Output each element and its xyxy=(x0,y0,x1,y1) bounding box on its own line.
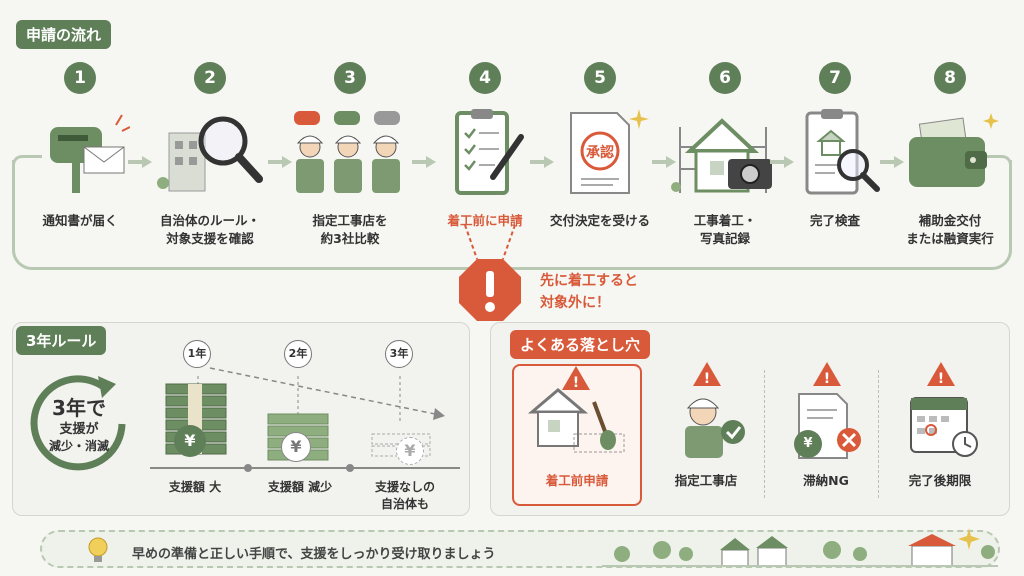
arrow-right-icon xyxy=(128,156,152,168)
step-label: 通知書が届く xyxy=(42,213,118,228)
step-number: 7 xyxy=(819,62,851,94)
wallet-icon xyxy=(890,102,1010,202)
yen-coin-icon: ¥ xyxy=(174,425,206,457)
yen-coin-icon: ¥ xyxy=(396,437,424,465)
rule-label-2: 支援額 減少 xyxy=(267,480,333,494)
step-label: 交付決定を受ける xyxy=(549,213,650,228)
tip-bar: 早めの準備と正しい手順で、支援をしっかり受け取りましょう xyxy=(40,530,1000,568)
step-number: 1 xyxy=(64,62,96,94)
step-4: 4 着工前に申請 xyxy=(425,62,545,230)
cycle-circle-text: 3年で 支援が 減少・消滅 xyxy=(40,392,118,454)
step-label-line1: 指定工事店を xyxy=(312,213,388,228)
step-6: 6 工事着工・ 写真記録 xyxy=(665,62,785,248)
lightbulb-icon xyxy=(88,537,108,562)
pitfall-label-4: 完了後期限 xyxy=(908,473,972,488)
year-2-badge: 2年 xyxy=(284,340,312,368)
cycle-line1: 3年で xyxy=(52,396,106,420)
rule-label-3: 支援なしの 自治体も xyxy=(355,478,455,512)
mailbox-icon xyxy=(20,102,140,202)
step-label: 着工前に申請 xyxy=(447,213,523,228)
divider xyxy=(764,370,765,498)
house-shovel-icon: ! xyxy=(527,366,625,453)
tip-text: 早めの準備と正しい手順で、支援をしっかり受け取りましょう xyxy=(132,547,496,562)
step-3: 3 指定工事店を 約3社比較 xyxy=(290,62,410,248)
pitfall-item-1: ! 着工前申請 xyxy=(519,362,635,489)
calendar-clock-icon: ! xyxy=(910,362,978,457)
worker-check-icon: ! xyxy=(685,362,745,458)
cycle-line3: 減少・消滅 xyxy=(48,439,109,453)
warning-stop-icon xyxy=(459,225,521,321)
yen-coin-icon: ¥ xyxy=(281,432,311,462)
flow-title: 申請の流れ xyxy=(16,20,112,49)
step-label-line2: 対象支援を確認 xyxy=(166,231,254,246)
yen-coin-icon: ¥ xyxy=(794,430,822,458)
workers-icon xyxy=(290,102,410,202)
step-8: 8 補助金交付 または融資実行 xyxy=(890,62,1010,248)
arrow-right-icon xyxy=(652,156,676,168)
rule-label-1: 支援額 大 xyxy=(168,480,222,494)
step-number: 8 xyxy=(934,62,966,94)
svg-text:!: ! xyxy=(573,375,579,391)
step-number: 3 xyxy=(334,62,366,94)
building-magnifier-icon xyxy=(150,102,270,202)
document-yen-cross-icon: ! xyxy=(798,362,861,459)
step-number: 6 xyxy=(709,62,741,94)
warning-text: 先に着工すると 対象外に！ xyxy=(540,270,638,314)
step-number: 4 xyxy=(469,62,501,94)
step-label: 補助金交付 または融資実行 xyxy=(890,212,1010,248)
step-label-line1: 補助金交付 xyxy=(918,213,982,228)
svg-text:!: ! xyxy=(938,371,944,387)
step-5: 5 承認 交付決定を受ける xyxy=(540,62,660,230)
warning-line1: 先に着工すると xyxy=(540,273,638,289)
approval-stamp-text: 承認 xyxy=(586,144,614,161)
step-label-line2: 約3社比較 xyxy=(320,231,380,246)
year-3-badge: 3年 xyxy=(385,340,413,368)
step-number: 5 xyxy=(584,62,616,94)
step-label-line2: または融資実行 xyxy=(906,231,994,246)
arrow-right-icon xyxy=(412,156,436,168)
step-label: 完了検査 xyxy=(809,213,860,228)
rule-label-3-line1: 支援なしの xyxy=(374,480,435,494)
svg-text:!: ! xyxy=(704,371,710,387)
warning-line2: 対象外に！ xyxy=(540,295,610,311)
pitfalls-title: よくある落とし穴 xyxy=(510,330,651,359)
step-1: 1 通知書が届く xyxy=(20,62,140,230)
arrow-right-icon xyxy=(880,156,904,168)
inspection-clipboard-icon xyxy=(775,102,895,202)
step-label-line2: 写真記録 xyxy=(699,231,750,246)
arrow-right-icon xyxy=(770,156,794,168)
pitfall-label-1: 着工前申請 xyxy=(545,473,609,488)
cycle-line2: 支援が xyxy=(59,422,99,437)
three-year-rule-title: 3年ルール xyxy=(16,326,107,355)
pitfall-label-2: 指定工事店 xyxy=(674,473,738,488)
sparkle-icon xyxy=(958,528,980,550)
pitfall-label-3: 滞納NG xyxy=(803,473,849,488)
rule-label-3-line2: 自治体も xyxy=(380,497,429,511)
step-label: 工事着工・ 写真記録 xyxy=(665,212,785,248)
step-7: 7 完了検査 xyxy=(775,62,895,230)
step-label: 自治体のルール・ 対象支援を確認 xyxy=(150,212,270,248)
pitfall-item-4: ! 完了後期限 xyxy=(882,362,998,489)
approval-document-icon: 承認 xyxy=(540,102,660,202)
step-number: 2 xyxy=(194,62,226,94)
clipboard-pen-icon xyxy=(425,102,545,202)
town-illustration xyxy=(602,534,998,567)
arrow-right-icon xyxy=(530,156,554,168)
step-2: 2 自治体のルール・ 対象支援を確認 xyxy=(150,62,270,248)
house-camera-icon xyxy=(665,102,785,202)
divider xyxy=(878,370,879,498)
svg-text:!: ! xyxy=(824,371,830,387)
step-label: 指定工事店を 約3社比較 xyxy=(290,212,410,248)
pitfall-item-3: ! ¥ 滞納NG xyxy=(768,362,884,489)
arrow-right-icon xyxy=(268,156,292,168)
step-label-line1: 工事着工・ xyxy=(693,213,757,228)
pitfall-item-2: ! 指定工事店 xyxy=(648,362,764,489)
cycle-circle-icon xyxy=(30,375,126,471)
year-1-badge: 1年 xyxy=(183,340,211,368)
step-label-line1: 自治体のルール・ xyxy=(159,213,260,228)
